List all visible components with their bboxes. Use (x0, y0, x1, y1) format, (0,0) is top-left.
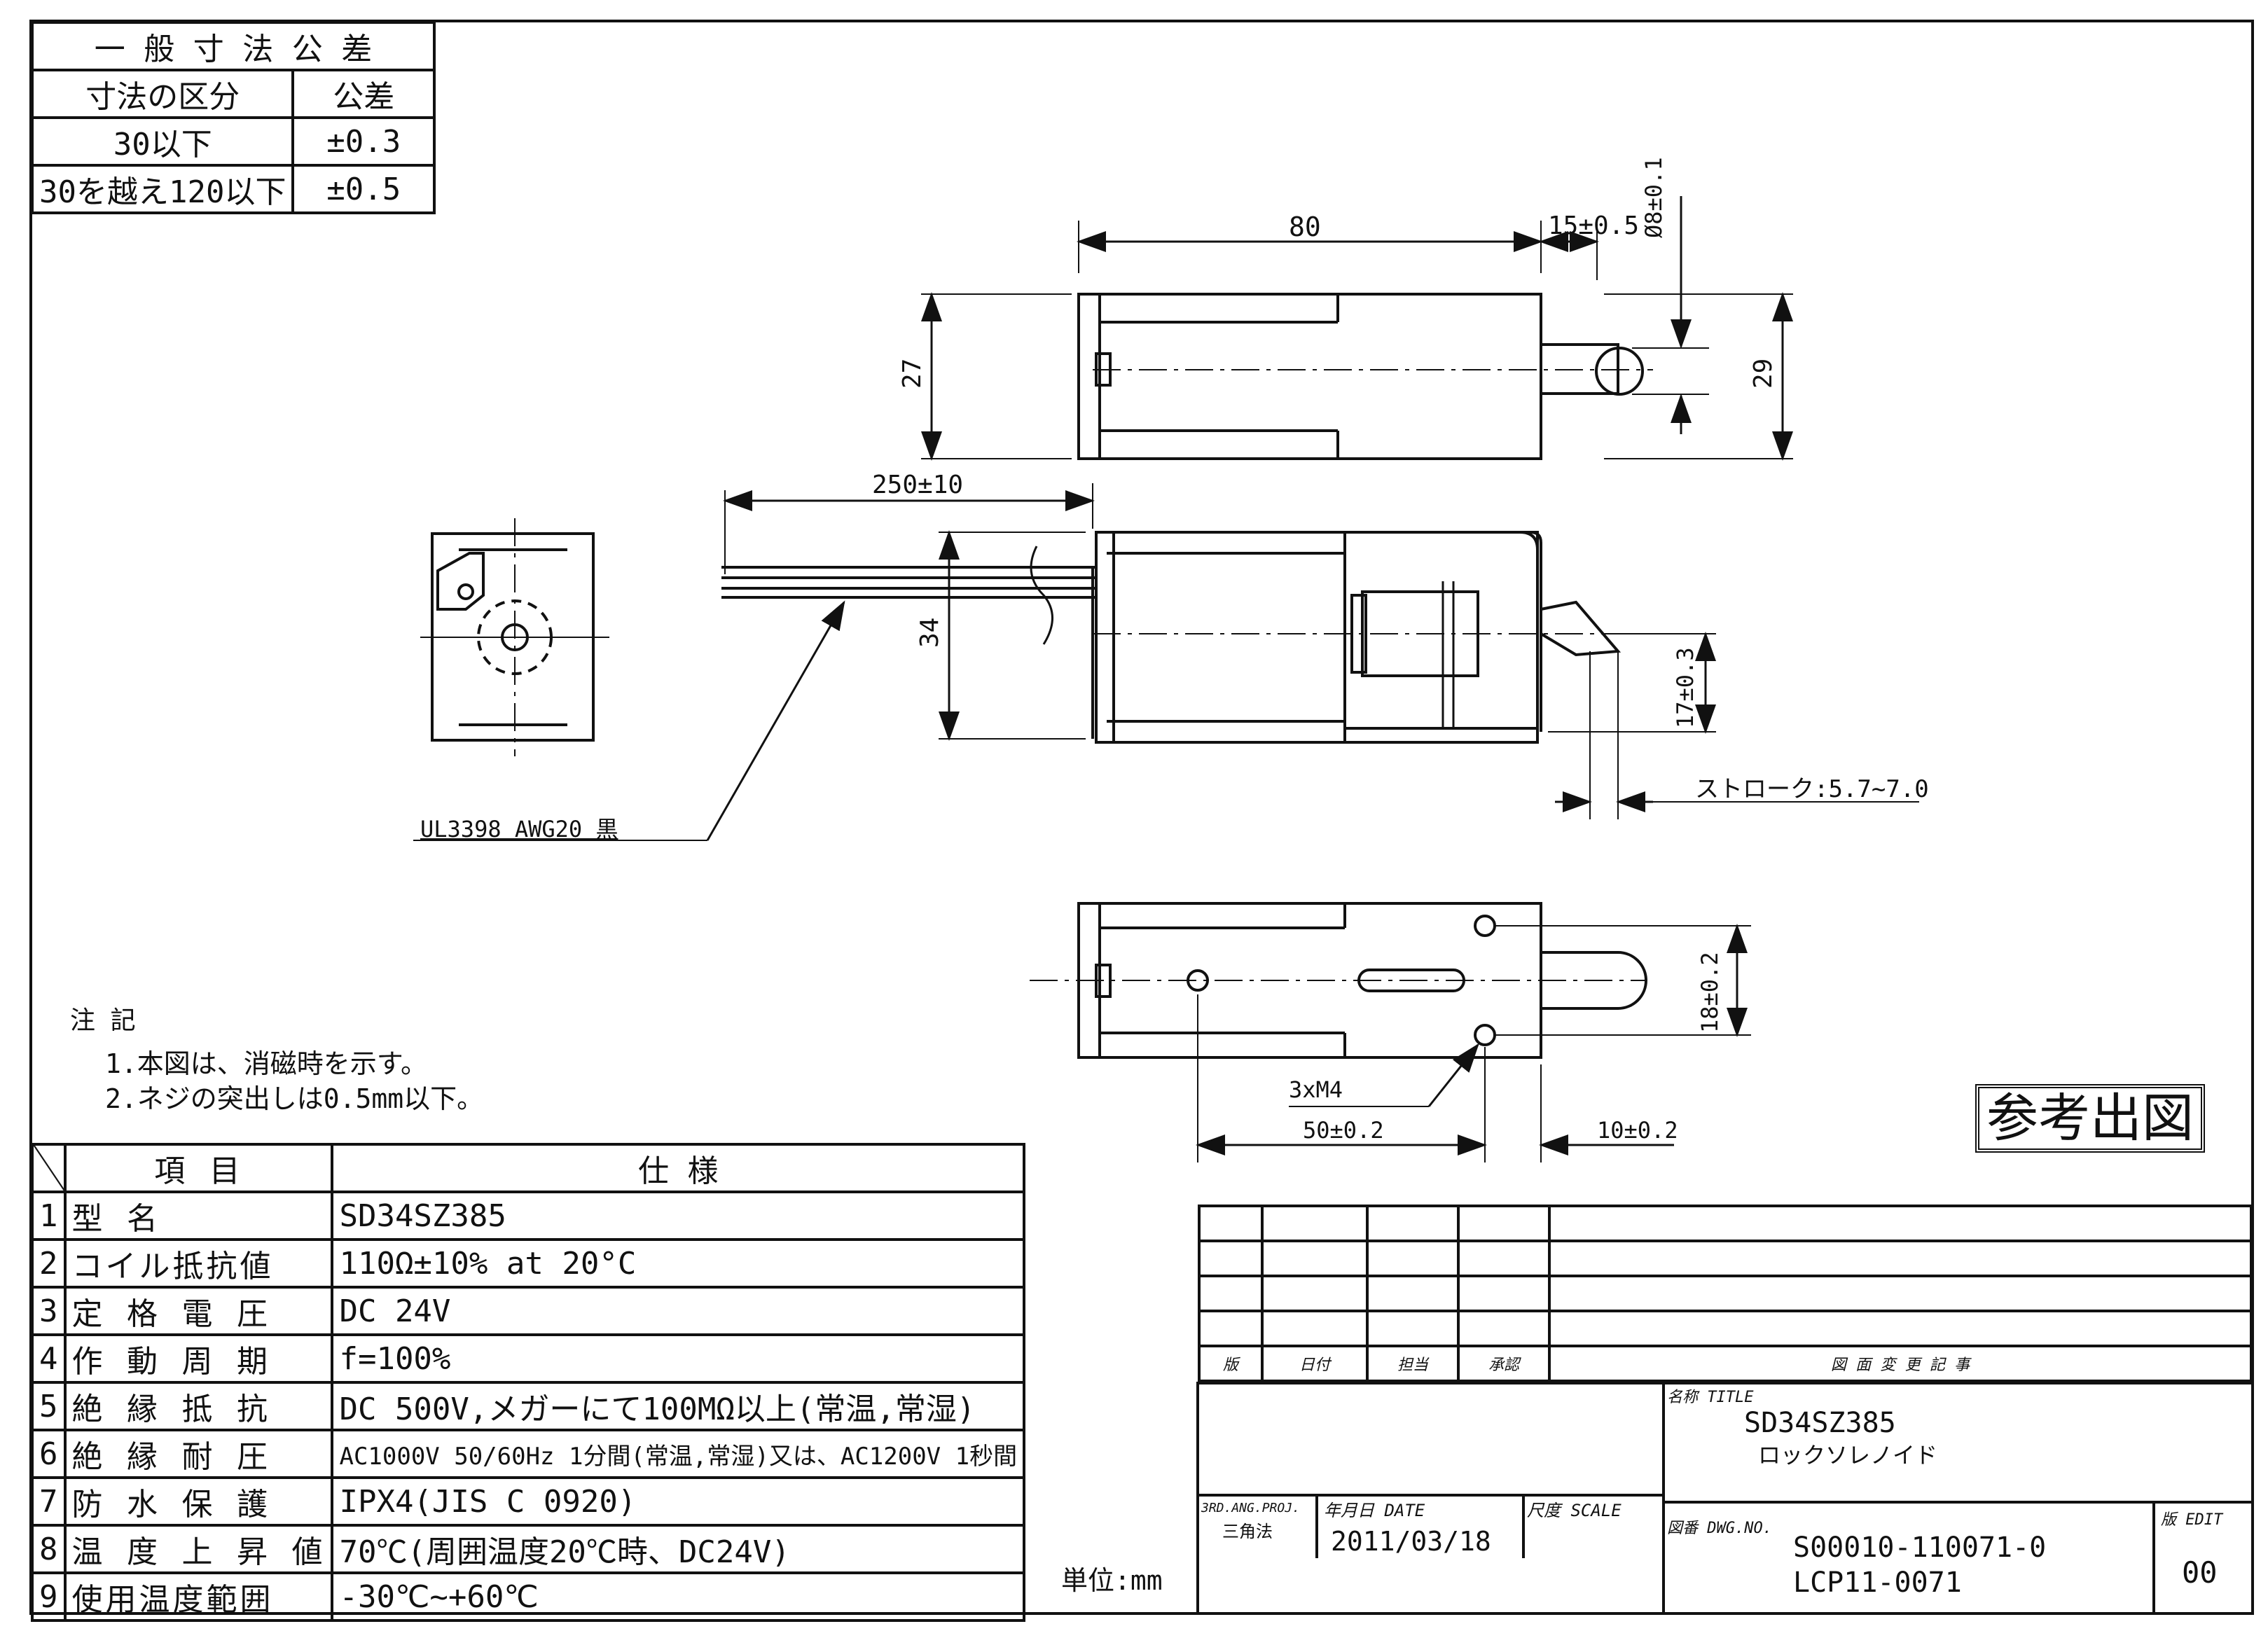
tolerance-cell: 30を越え120以下 (30, 164, 295, 214)
plunger-pin (1595, 347, 1644, 396)
dim-overall-height: 29 (1749, 358, 1778, 389)
spec-item: 温 度 上 昇 値 (63, 1524, 334, 1574)
spec-value: DC 24V (331, 1286, 1026, 1336)
spec-item: コイル抵抗値 (63, 1238, 334, 1289)
spec-no: 8 (31, 1524, 67, 1574)
edit-value: 00 (2182, 1555, 2218, 1590)
dim-top-length: 80 (1289, 211, 1321, 242)
spec-no: 9 (31, 1571, 67, 1622)
rev-header-edition: 版 (1198, 1345, 1264, 1382)
spec-item: 型 名 (63, 1191, 334, 1241)
spec-item: 作 動 周 期 (63, 1333, 334, 1384)
spec-corner (31, 1143, 67, 1193)
spec-header-spec: 仕 様 (331, 1143, 1026, 1193)
dwg-no-label: 図番 DWG.NO. (1667, 1520, 1772, 1537)
spec-value: DC 500V,メガーにて100MΩ以上(常温,常湿) (331, 1381, 1026, 1431)
title-name: SD34SZ385 (1744, 1407, 1896, 1439)
dim-hole-offset: 10±0.2 (1597, 1117, 1678, 1144)
dwg-no-secondary: LCP11-0071 (1793, 1567, 1962, 1599)
tolerance-title: 一 般 寸 法 公 差 (31, 21, 436, 71)
dim-plunger-width: 18±0.2 (1696, 952, 1723, 1033)
end-view (420, 518, 609, 756)
rev-header-remarks: 図 面 変 更 記 事 (1548, 1345, 2253, 1382)
rev-header-drawer: 担当 (1366, 1345, 1460, 1382)
dim-body-height: 34 (915, 617, 944, 648)
dim-top-height: 27 (898, 358, 927, 389)
spec-item: 絶 縁 耐 圧 (63, 1429, 334, 1479)
dim-hole-pitch: 50±0.2 (1303, 1117, 1384, 1144)
tolerance-table: 一 般 寸 法 公 差 寸法の区分 公差 30以下 ±0.3 30を越え120以… (30, 21, 436, 214)
spec-item: 使用温度範囲 (63, 1571, 334, 1622)
spec-no: 4 (31, 1333, 67, 1384)
spec-no: 1 (31, 1191, 67, 1241)
spec-item: 絶 縁 抵 抗 (63, 1381, 334, 1431)
reference-stamp: 参考出図 (1975, 1084, 2205, 1153)
rev-header-approver: 承認 (1457, 1345, 1551, 1382)
spec-value: f=100% (331, 1333, 1026, 1384)
spec-no: 3 (31, 1286, 67, 1336)
note-item: 1.本図は、消磁時を示す。 (105, 1048, 427, 1079)
dim-pin-diameter: Ø8±0.1 (1640, 157, 1667, 238)
side-view (413, 483, 1919, 841)
scale-label: 尺度 SCALE (1527, 1501, 1622, 1520)
spec-value: 110Ω±10% at 20°C (331, 1238, 1026, 1289)
spec-no: 2 (31, 1238, 67, 1289)
rev-header-date: 日付 (1261, 1345, 1369, 1382)
edit-label: 版 EDIT (2161, 1511, 2223, 1529)
projection-value: 三角法 (1222, 1522, 1273, 1541)
spec-value: SD34SZ385 (331, 1191, 1026, 1241)
top-view (921, 196, 1793, 461)
dim-stroke: ストローク:5.7~7.0 (1695, 775, 1929, 803)
notes-heading: 注 記 (70, 1006, 136, 1035)
spec-header-item: 項 目 (63, 1143, 334, 1193)
spec-value: IPX4(JIS C 0920) (331, 1476, 1026, 1527)
dim-lead-length: 250±10 (872, 471, 964, 499)
title-label: 名称 TITLE (1667, 1389, 1754, 1406)
spec-no: 7 (31, 1476, 67, 1527)
unit-label: 単位:mm (1061, 1565, 1163, 1596)
sheet-border (29, 20, 2254, 1615)
screw-label: 3xM4 (1289, 1076, 1343, 1103)
title-subtitle: ロックソレノイド (1758, 1442, 1938, 1469)
spec-item: 定 格 電 圧 (63, 1286, 334, 1336)
tolerance-header-range: 寸法の区分 (30, 69, 295, 119)
spec-no: 5 (31, 1381, 67, 1431)
spec-value: -30℃~+60℃ (331, 1571, 1026, 1622)
spec-no: 6 (31, 1429, 67, 1479)
tolerance-header-tol: 公差 (291, 69, 436, 119)
dim-pin-offset: 15±0.5 (1548, 211, 1640, 240)
date-value: 2011/03/18 (1331, 1526, 1491, 1557)
bottom-view (1030, 902, 1751, 1162)
projection-label: 3RD.ANG.PROJ. (1201, 1501, 1300, 1515)
spec-item: 防 水 保 護 (63, 1476, 334, 1527)
note-item: 2.ネジの突出しは0.5mm以下。 (105, 1083, 484, 1114)
tolerance-cell: ±0.5 (291, 164, 436, 214)
spec-value: AC1000V 50/60Hz 1分間(常温,常湿)又は、AC1200V 1秒間 (331, 1429, 1026, 1479)
dim-plunger-height: 17±0.3 (1672, 647, 1699, 728)
lead-wire-label: UL3398 AWG20 黒 (420, 816, 618, 842)
date-label: 年月日 DATE (1324, 1501, 1425, 1520)
title-block-frame (1196, 1382, 2254, 1615)
dwg-no-primary: S00010-110071-0 (1793, 1532, 2047, 1564)
spec-value: 70℃(周囲温度20℃時、DC24V) (331, 1524, 1026, 1574)
tolerance-cell: ±0.3 (291, 116, 436, 167)
tolerance-cell: 30以下 (30, 116, 295, 167)
revision-table: 版 日付 担当 承認 図 面 変 更 記 事 (1198, 1205, 2253, 1382)
